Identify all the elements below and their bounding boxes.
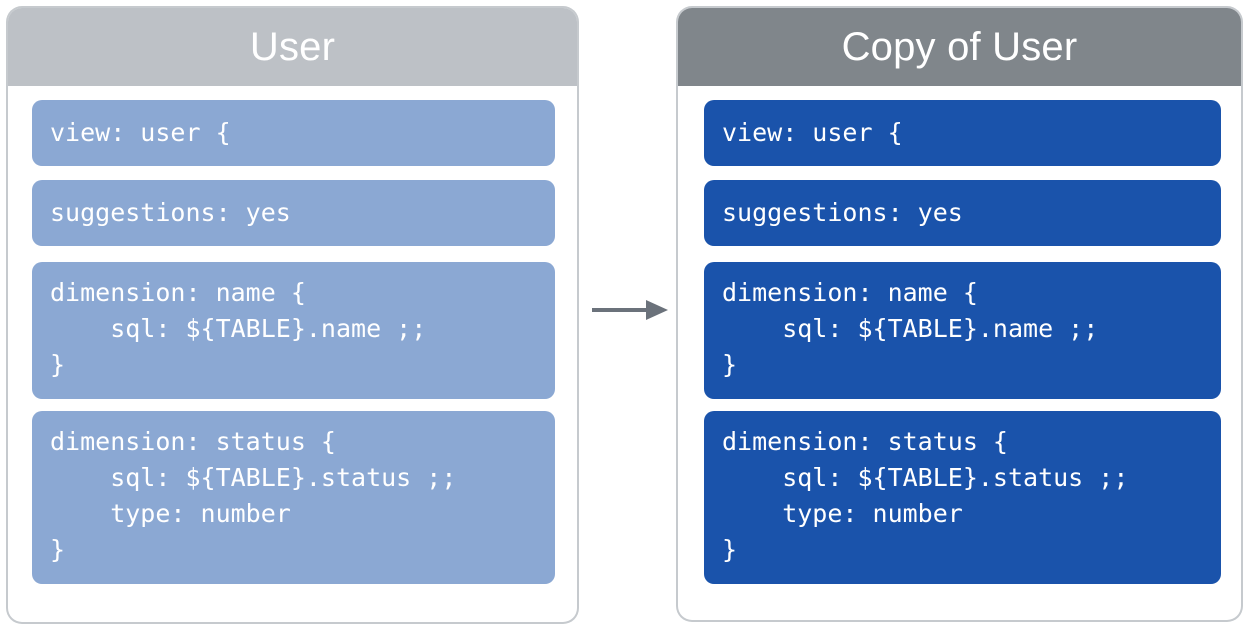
code-block-suggestions-parameter[interactable]: suggestions: yes: [32, 180, 555, 246]
code-block-view-declaration[interactable]: view: user {: [32, 100, 555, 166]
panel-user: User view: user { suggestions: yes dimen…: [8, 8, 577, 622]
copy-arrow: [592, 296, 668, 324]
panel-copy-of-user-header: Copy of User: [678, 8, 1241, 86]
copy-code-block-dimension-name[interactable]: dimension: name { sql: ${TABLE}.name ;; …: [704, 262, 1221, 399]
copy-code-block-dimension-status[interactable]: dimension: status { sql: ${TABLE}.status…: [704, 411, 1221, 584]
copy-code-block-suggestions-parameter[interactable]: suggestions: yes: [704, 180, 1221, 246]
panel-copy-of-user-title: Copy of User: [841, 25, 1078, 69]
panel-user-title: User: [249, 25, 336, 69]
panel-copy-of-user: Copy of User view: user { suggestions: y…: [678, 8, 1241, 620]
code-block-dimension-status[interactable]: dimension: status { sql: ${TABLE}.status…: [32, 411, 555, 584]
copy-code-block-view-declaration[interactable]: view: user {: [704, 100, 1221, 166]
arrow-right-icon: [592, 300, 668, 320]
panel-copy-of-user-body: view: user { suggestions: yes dimension:…: [678, 86, 1241, 598]
panel-user-header: User: [8, 8, 577, 86]
panel-user-body: view: user { suggestions: yes dimension:…: [8, 86, 577, 598]
code-block-dimension-name[interactable]: dimension: name { sql: ${TABLE}.name ;; …: [32, 262, 555, 399]
